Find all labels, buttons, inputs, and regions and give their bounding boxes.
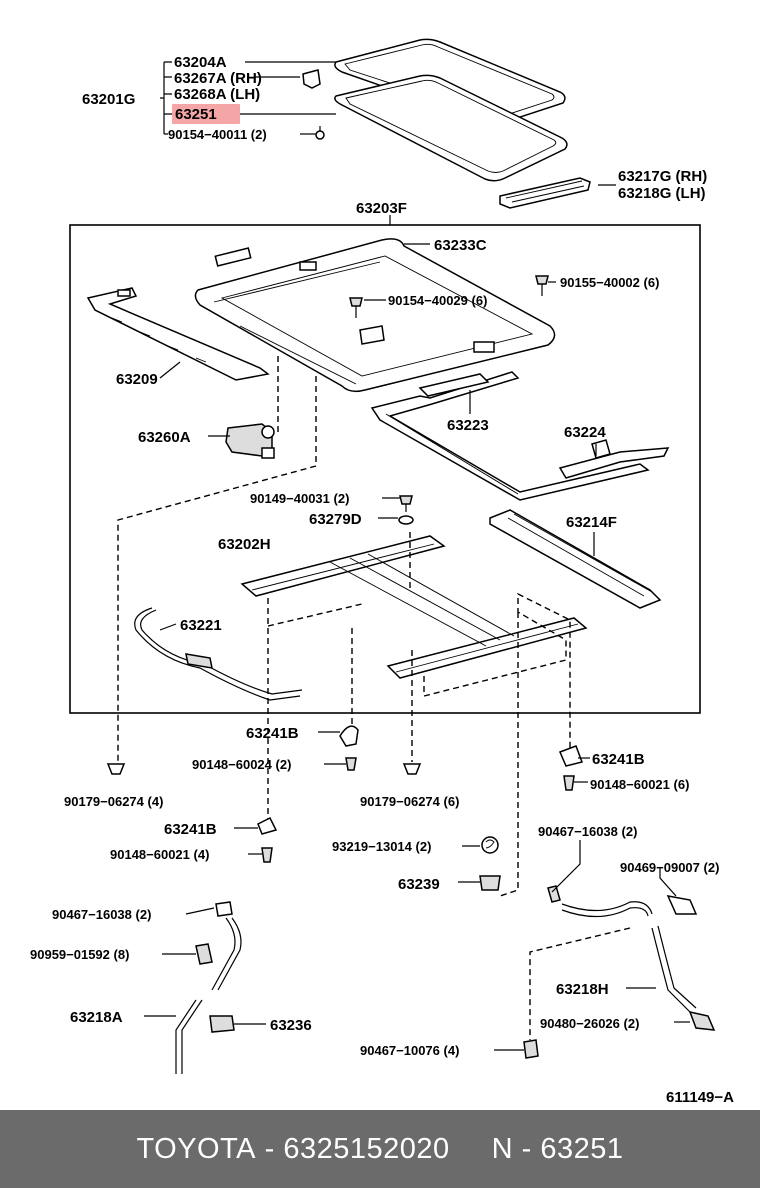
footer-separator: - [521,1132,532,1165]
lower-fasteners [106,725,583,891]
part-labels: 63204A 63267A (RH) 63268A (LH) 63201G 63… [30,54,734,1106]
label-63279D: 63279D [309,511,362,528]
label-63224: 63224 [564,424,606,441]
drive-cable-part [134,607,303,701]
label-63204A: 63204A [174,54,227,71]
label-63239: 63239 [398,876,440,893]
label-90467-16038-left: 90467−16038 (2) [52,907,151,922]
label-63218H: 63218H [556,981,609,998]
label-93219-13014: 93219−13014 (2) [332,839,431,854]
label-63221: 63221 [180,617,222,634]
label-90148-60021-4: 90148−60021 (4) [110,847,209,862]
brand-name: TOYOTA [136,1132,257,1165]
label-90148-60021-6: 90148−60021 (6) [590,777,689,792]
label-90155-40002: 90155−40002 (6) [560,275,659,290]
label-63251: 63251 [175,106,217,123]
box-fasteners [349,275,549,525]
footer-separator: - [264,1132,275,1165]
label-90469-09007: 90469−09007 (2) [620,860,719,875]
label-611149-A: 611149−A [666,1089,734,1106]
label-63236: 63236 [270,1017,312,1034]
parts-diagram: 63204A 63267A (RH) 63268A (LH) 63201G 63… [30,38,734,1106]
base-frame-part [240,535,588,679]
label-63241B-a: 63241B [246,725,299,742]
label-90148-60024: 90148−60024 (2) [192,757,291,772]
label-63233C: 63233C [434,237,487,254]
top-leader-lines [160,61,616,186]
label-90179-06274-6: 90179−06274 (6) [360,794,459,809]
label-90959-01592: 90959−01592 (8) [30,947,129,962]
label-90154-40011: 90154−40011 (2) [168,127,267,142]
drain-rail-part [86,287,270,381]
label-63241B-c: 63241B [164,821,217,838]
label-90154-40029: 90154−40029 (6) [388,293,487,308]
label-90480-26026: 90480−26026 (2) [540,1016,639,1031]
sunshade-part [370,371,670,501]
part-info-footer: TOYOTA - 6325152020 N - 63251 [0,1110,760,1188]
label-63260A: 63260A [138,429,191,446]
label-63203F: 63203F [356,200,407,217]
housing-frame-part [194,238,556,393]
label-63241B-b: 63241B [592,751,645,768]
label-90467-16038-right: 90467−16038 (2) [538,824,637,839]
sunroof-glass-group [302,38,568,182]
assembly-frame-box [69,224,701,714]
label-63201G: 63201G [82,91,135,108]
label-63223: 63223 [447,417,489,434]
code-prefix: N [491,1132,514,1165]
highlight-63251 [172,104,240,124]
label-63217G: 63217G (RH) [618,168,707,185]
label-90179-06274-4: 90179−06274 (4) [64,794,163,809]
label-63268A: 63268A (LH) [174,86,260,103]
drain-hoses [175,885,716,1074]
label-63218A: 63218A [70,1009,123,1026]
part-code: 63251 [540,1132,624,1165]
leader-lines [144,243,690,1051]
rear-panel-part [489,509,662,609]
label-63218G: 63218G (LH) [618,185,706,202]
label-63209: 63209 [116,371,158,388]
label-90149-40031: 90149−40031 (2) [250,491,349,506]
part-number: 6325152020 [283,1132,450,1165]
wind-deflector-part [499,177,591,209]
label-90467-10076: 90467−10076 (4) [360,1043,459,1058]
label-63202H: 63202H [218,536,271,553]
motor-part [225,423,275,459]
projection-lines [117,356,631,1040]
label-63267A: 63267A (RH) [174,70,262,87]
label-63214F: 63214F [566,514,617,531]
